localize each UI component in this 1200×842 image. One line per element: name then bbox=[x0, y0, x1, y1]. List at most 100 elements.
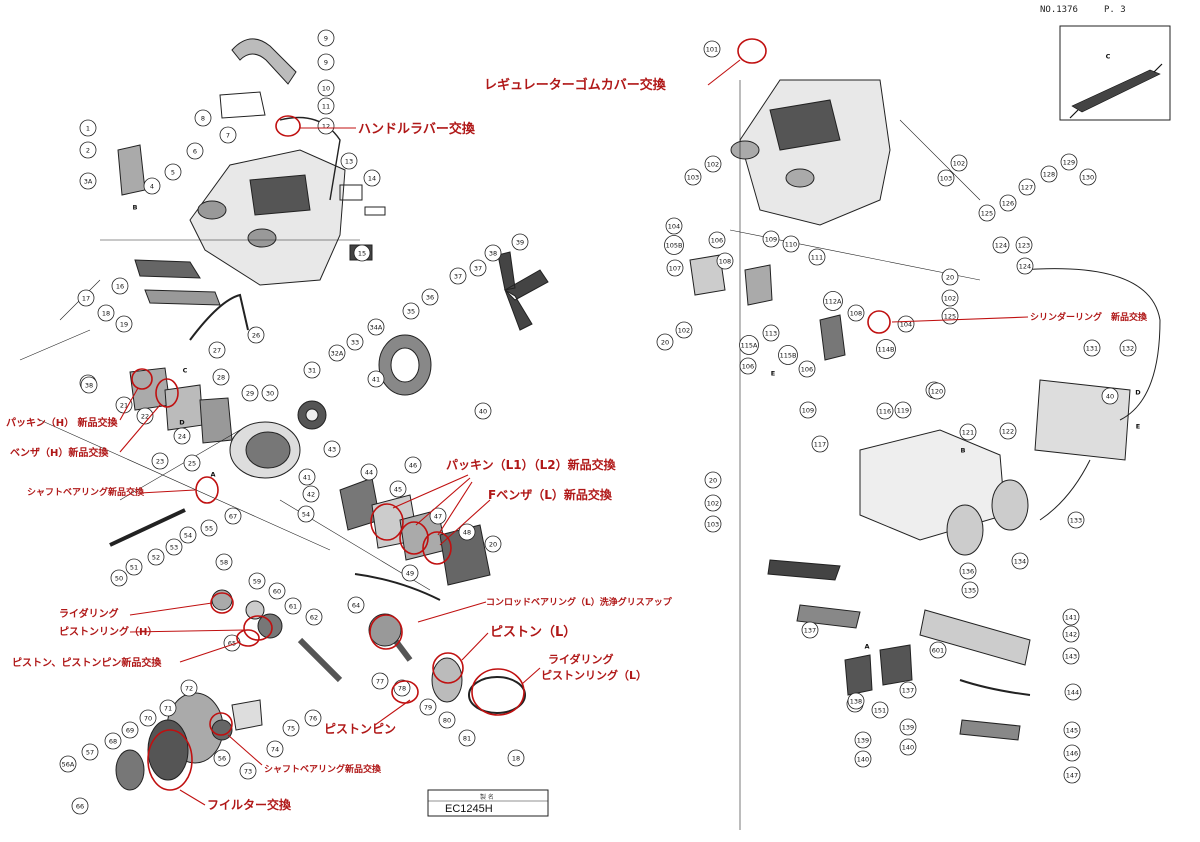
part-tag-right-22: 114B bbox=[876, 339, 896, 359]
part-tag-label: 59 bbox=[253, 577, 261, 585]
part-tag-left-40: 39 bbox=[511, 233, 529, 251]
part-tag-right-10: 109 bbox=[762, 230, 780, 248]
part-tag-label: 71 bbox=[164, 704, 172, 712]
leader-line bbox=[139, 489, 196, 494]
highlight-circle bbox=[399, 521, 429, 555]
doc-number: NO.1376 bbox=[1040, 5, 1078, 15]
part-tag-label: 137 bbox=[902, 686, 914, 694]
part-tag-left-60: 59 bbox=[248, 572, 266, 590]
part-tag-label: 16 bbox=[116, 282, 124, 290]
part-tag-right-60: 151 bbox=[871, 701, 889, 719]
part-tag-label: 102 bbox=[953, 159, 965, 167]
part-tag-right-55: 145 bbox=[1063, 721, 1081, 739]
callout-conrod-bearing: コンロッドベアリング（L）洗浄グリスアップ bbox=[486, 596, 673, 608]
part-tag-left-79: 79 bbox=[419, 698, 437, 716]
part-tag-label: C bbox=[1106, 52, 1111, 60]
part-tag-left-52: 51 bbox=[125, 558, 143, 576]
part-tag-left-19: 19 bbox=[115, 315, 133, 333]
part-tag-left-70: 70 bbox=[139, 709, 157, 727]
part-tag-left-27: 27 bbox=[208, 341, 226, 359]
right-assembly-graphics bbox=[689, 79, 1161, 830]
part-tag-right-20: 109 bbox=[799, 401, 817, 419]
part-tag-right-30: 122 bbox=[999, 422, 1017, 440]
part-tag-label: 123 bbox=[1018, 241, 1030, 249]
highlight-circle bbox=[195, 476, 219, 504]
part-tag-label: 129 bbox=[1063, 158, 1075, 166]
model-label-box: 製 名 EC1245H bbox=[427, 789, 549, 817]
part-tag-left-10: 10 bbox=[317, 79, 335, 97]
part-tag-right-58: 137 bbox=[899, 681, 917, 699]
part-tag-label: 48 bbox=[463, 528, 471, 536]
part-tag-left-35: 35 bbox=[402, 302, 420, 320]
part-tag-left-21: 21 bbox=[115, 396, 133, 414]
part-tag-right-45: 135 bbox=[961, 581, 979, 599]
part-tag-label: 26 bbox=[252, 331, 260, 339]
part-tag-left-58: 57 bbox=[81, 743, 99, 761]
part-tag-label: 32A bbox=[331, 349, 344, 357]
part-tag-right-71: 601 bbox=[929, 641, 947, 659]
part-tag-label: 108 bbox=[850, 309, 862, 317]
part-tag-right-49: 139 bbox=[854, 731, 872, 749]
part-tag-left-39: 38 bbox=[484, 244, 502, 262]
part-tag-right-27: 119 bbox=[894, 401, 912, 419]
part-tag-label: 119 bbox=[897, 406, 909, 414]
part-tag-label: 142 bbox=[1065, 630, 1077, 638]
callout-rider-ring-h: ライダリング bbox=[59, 607, 119, 620]
part-tag-left-6: 7 bbox=[219, 126, 237, 144]
part-tag-left-32: 32A bbox=[328, 344, 346, 362]
part-tag-right-44: 134 bbox=[1011, 552, 1029, 570]
part-tag-label: 106 bbox=[742, 362, 754, 370]
part-tag-label: 141 bbox=[1065, 613, 1077, 621]
part-tag-right-25: 117 bbox=[811, 435, 829, 453]
part-tag-right-59: 138 bbox=[847, 692, 865, 710]
highlight-circle bbox=[155, 378, 179, 408]
part-tag-right-51: 141 bbox=[1062, 608, 1080, 626]
part-tag-label: 135 bbox=[964, 586, 976, 594]
part-tag-left-2: 3A bbox=[79, 172, 97, 190]
part-tag-label: 62 bbox=[310, 613, 318, 621]
part-tag-left-36: 36 bbox=[421, 288, 439, 306]
part-tag-left-75: 75 bbox=[282, 719, 300, 737]
part-tag-right-35: 126 bbox=[999, 194, 1017, 212]
part-tag-left-7: 8 bbox=[194, 109, 212, 127]
part-tag-right-23: 104 bbox=[897, 315, 915, 333]
part-tag-label: 20 bbox=[709, 476, 717, 484]
part-tag-left-55: 54 bbox=[179, 526, 197, 544]
part-tag-label: 14 bbox=[368, 174, 376, 182]
callout-regulator-cover: レギュレーターゴムカバー交換 bbox=[484, 77, 667, 93]
highlight-circle bbox=[471, 668, 525, 716]
part-tag-left-11: 11 bbox=[317, 97, 335, 115]
part-tag-left-84: 38 bbox=[80, 376, 98, 394]
part-tag-label: 20 bbox=[489, 540, 497, 548]
leader-line bbox=[129, 602, 213, 616]
leader-line bbox=[119, 387, 139, 421]
part-tag-right-76: B bbox=[961, 446, 966, 454]
part-tag-label: 70 bbox=[144, 714, 152, 722]
part-tag-right-3: 104 bbox=[665, 217, 683, 235]
part-tag-label: 102 bbox=[707, 499, 719, 507]
part-tag-label: 103 bbox=[940, 174, 952, 182]
part-tag-label: 136 bbox=[962, 567, 974, 575]
callout-cylinder-ring: シリンダーリング 新品交換 bbox=[1030, 311, 1148, 323]
highlight-circle bbox=[867, 310, 891, 334]
highlight-marks bbox=[119, 38, 1029, 806]
part-tag-label: 20 bbox=[946, 273, 954, 281]
part-tag-label: 28 bbox=[217, 373, 225, 381]
part-tag-label: 74 bbox=[271, 745, 279, 753]
callout-piston-ring-l: ピストンリング（L） bbox=[541, 668, 647, 682]
part-tag-left-45: 44 bbox=[360, 463, 378, 481]
part-tag-label: 56 bbox=[218, 754, 226, 762]
leader-line bbox=[891, 316, 1029, 323]
part-tag-left-49: 48 bbox=[458, 523, 476, 541]
part-tag-label: 102 bbox=[707, 160, 719, 168]
part-tag-label: 151 bbox=[874, 706, 886, 714]
part-tag-label: 23 bbox=[156, 457, 164, 465]
part-tag-label: 19 bbox=[120, 320, 128, 328]
part-tag-right-12: 111 bbox=[808, 248, 826, 266]
part-tag-left-56: 55 bbox=[200, 519, 218, 537]
part-tag-label: 42 bbox=[307, 490, 315, 498]
part-tag-label: 40 bbox=[1106, 392, 1114, 400]
part-tag-label: 131 bbox=[1086, 344, 1098, 352]
part-tag-right-29: 121 bbox=[959, 423, 977, 441]
highlight-circle bbox=[131, 368, 153, 390]
